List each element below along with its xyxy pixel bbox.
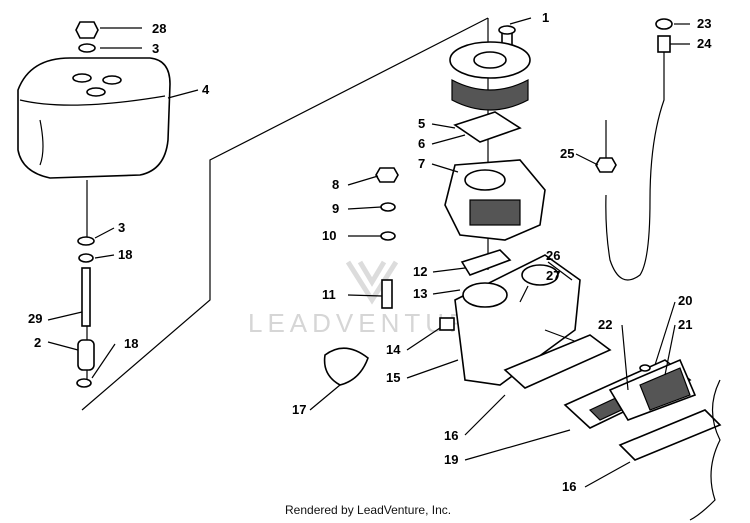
washer-3-lower (77, 236, 95, 246)
intake-flange-15 (454, 254, 581, 386)
bolt-14 (439, 317, 455, 331)
callout-18-upper: 18 (118, 247, 132, 262)
leader-lines (47, 17, 690, 488)
carb-top-cover-5 (449, 41, 531, 111)
callout-21: 21 (678, 317, 692, 332)
callout-23: 23 (697, 16, 711, 31)
callout-17: 17 (292, 402, 306, 417)
callout-20: 20 (678, 293, 692, 308)
washer-3-top (78, 43, 96, 53)
callout-7: 7 (418, 156, 425, 171)
callout-26: 26 (546, 248, 560, 263)
clamp-17 (323, 347, 369, 386)
callout-19: 19 (444, 452, 458, 467)
callout-18-lower: 18 (124, 336, 138, 351)
callout-13: 13 (413, 286, 427, 301)
callout-2: 2 (34, 335, 41, 350)
grommet-18-lower (76, 378, 92, 388)
gasket-16-lower (618, 409, 722, 461)
callout-9: 9 (332, 201, 339, 216)
callout-27: 27 (546, 268, 560, 283)
washer-10 (380, 231, 396, 241)
callout-22: 22 (598, 317, 612, 332)
screw-20 (639, 364, 651, 372)
reed-petal-21 (639, 367, 691, 411)
washer-9 (380, 202, 396, 212)
callout-15: 15 (386, 370, 400, 385)
nut-28 (75, 21, 99, 39)
callout-28: 28 (152, 21, 166, 36)
gasket-16-upper (503, 334, 612, 389)
cable-nut-25 (595, 157, 617, 173)
callout-labels: 28 3 4 3 18 29 2 18 1 5 6 7 8 9 10 11 12… (28, 10, 712, 494)
cable-cap-23 (655, 18, 673, 30)
stud-29 (81, 267, 91, 327)
callout-3-lower: 3 (118, 220, 125, 235)
callout-5: 5 (418, 116, 425, 131)
connector-line-main (81, 17, 489, 411)
callout-8: 8 (332, 177, 339, 192)
callout-24: 24 (697, 36, 712, 51)
nut-8 (375, 167, 399, 183)
screw-1-head (498, 25, 516, 35)
callout-3-top: 3 (152, 41, 159, 56)
callout-11: 11 (322, 287, 336, 302)
callout-25: 25 (560, 146, 574, 161)
callout-14: 14 (386, 342, 401, 357)
stud-11 (381, 279, 393, 309)
gasket-12 (460, 249, 512, 276)
callout-16-upper: 16 (444, 428, 458, 443)
callout-12: 12 (413, 264, 427, 279)
spacer-2 (77, 339, 95, 371)
carburetor-7 (444, 159, 546, 241)
callout-16-lower: 16 (562, 479, 576, 494)
callout-6: 6 (418, 136, 425, 151)
air-silencer-4 (17, 57, 171, 179)
throttle-cable (605, 52, 665, 281)
footer-credit: Rendered by LeadVenture, Inc. (285, 503, 451, 517)
callout-29: 29 (28, 311, 42, 326)
gasket-6 (453, 111, 522, 143)
crankcase-outline (689, 379, 721, 521)
cable-adjuster-24 (657, 35, 671, 53)
callout-1: 1 (542, 10, 549, 25)
grommet-18-upper (78, 253, 94, 263)
callout-10: 10 (322, 228, 336, 243)
callout-4: 4 (202, 82, 210, 97)
